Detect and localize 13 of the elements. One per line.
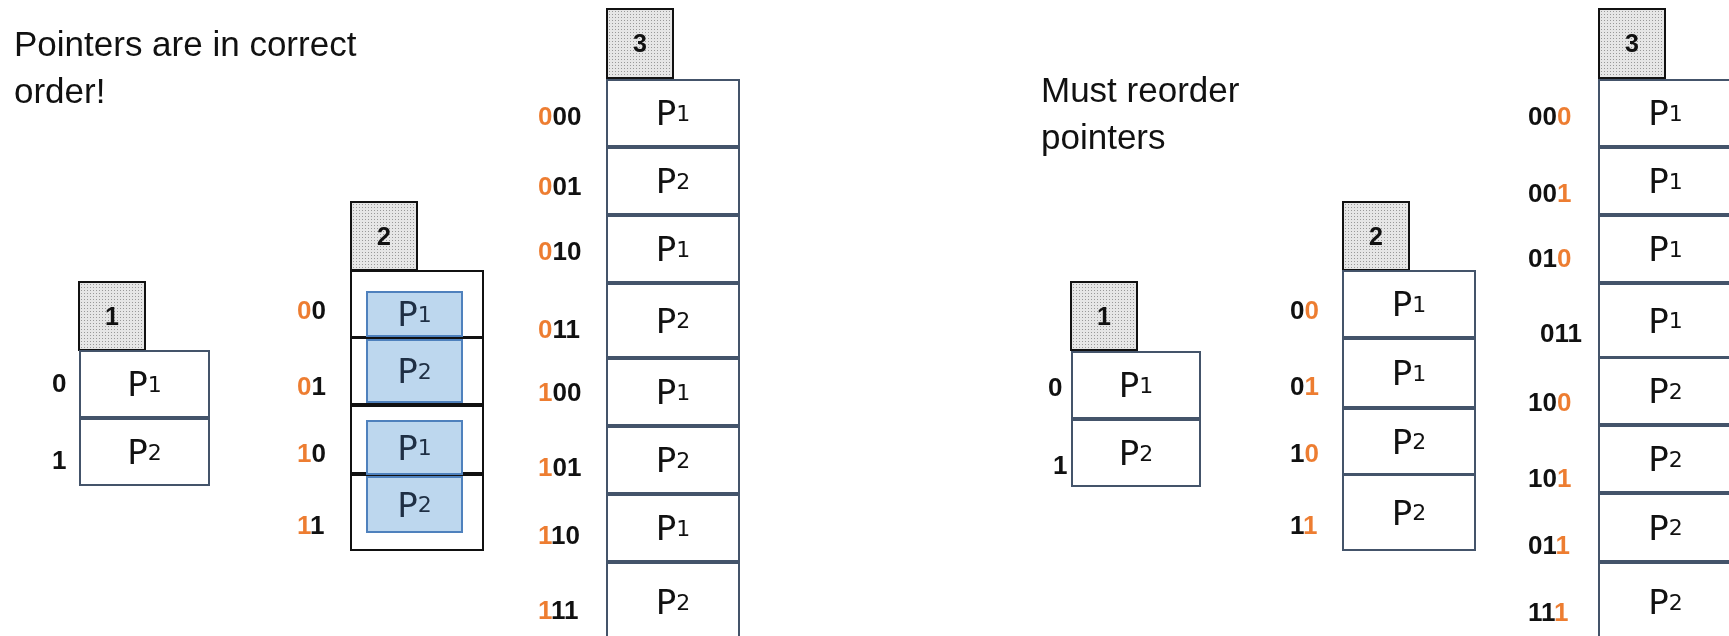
hash-bits-label: 1 xyxy=(1053,452,1068,478)
depth-tag: 2 xyxy=(1342,201,1410,271)
depth-tag: 1 xyxy=(1070,281,1138,351)
depth-tag: 3 xyxy=(606,8,674,79)
depth-tag: 1 xyxy=(78,281,146,351)
hash-bits-label: 0 xyxy=(1048,374,1063,400)
depth-tag: 3 xyxy=(1598,8,1666,79)
note-text: Must reorder pointers xyxy=(1041,69,1241,159)
note-text: Pointers are in correct order! xyxy=(14,23,358,113)
hash-bits-label: 0 xyxy=(52,370,67,396)
hash-bits-label: 1 xyxy=(52,447,67,473)
depth-tag: 2 xyxy=(350,201,418,271)
hash-bits-label: 011 xyxy=(1540,320,1582,346)
